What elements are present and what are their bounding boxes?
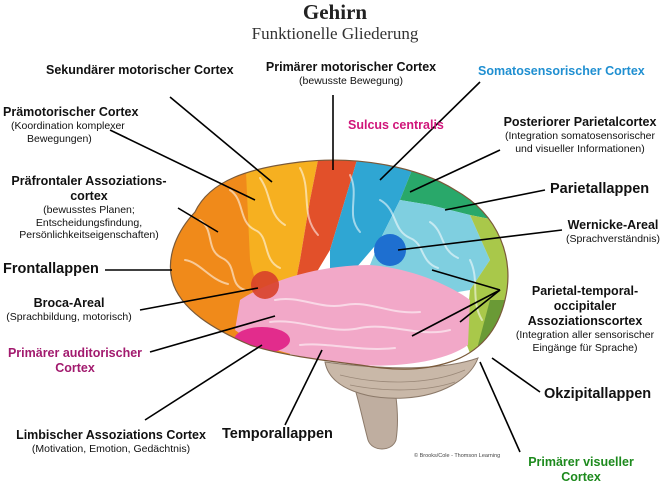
- leader-broca: [139, 287, 259, 311]
- brain-outline: [169, 159, 509, 370]
- label-wernicke-areal: Wernicke-Areal: [567, 218, 659, 232]
- leader-praemotor: [109, 129, 256, 201]
- label-sulcus-centralis: Sulcus centralis: [348, 118, 444, 132]
- wernicke-area: [374, 234, 406, 266]
- label-posteriorer-parietalcortex-group: Posteriorer Parietalcortex (Integration …: [490, 115, 670, 155]
- label-primaerer-auditorischer-cortex-group: Primärer auditorischer Cortex: [0, 346, 150, 376]
- label-broca-areal-sub: (Sprachbildung, motorisch): [6, 311, 132, 323]
- leader-somato: [379, 81, 481, 181]
- cerebellum-fold-1: [339, 369, 466, 383]
- label-pto-sub1: (Integration aller sensorischer: [515, 329, 655, 341]
- label-praemotorischer-cortex: Prämotorischer Cortex: [3, 105, 139, 119]
- leader-wernicke: [397, 229, 563, 251]
- label-broca-areal: Broca-Areal: [33, 296, 105, 310]
- label-primaerer-visueller-cortex-group: Primärer visueller Cortex: [520, 455, 642, 485]
- label-pto-assoziationscortex-group: Parietal-temporal- occipitaler Assoziati…: [500, 284, 670, 354]
- label-limbischer-assoziations-cortex: Limbischer Assoziations Cortex: [16, 428, 206, 442]
- label-limbischer-assoziations-cortex-group: Limbischer Assoziations Cortex (Motivati…: [0, 428, 222, 456]
- leader-pto-2: [459, 289, 501, 323]
- leader-temporal: [284, 349, 323, 426]
- label-wernicke-areal-sub: (Sprachverständnis): [566, 233, 660, 245]
- label-praefrontaler-assoziationscortex-line1: Präfrontaler Assoziations-: [11, 174, 167, 188]
- broca-area: [251, 271, 279, 299]
- label-pto-line1: Parietal-temporal-: [531, 284, 639, 298]
- label-primaerer-visueller-cortex-line2: Cortex: [561, 470, 601, 484]
- label-posteriorer-parietalcortex-sub2: und visueller Informationen): [515, 142, 645, 155]
- leader-pto-3: [411, 289, 501, 337]
- label-primaerer-motorischer-cortex-group: Primärer motorischer Cortex (bewusste Be…: [256, 60, 446, 88]
- label-praefrontaler-sub3: Persönlichkeitseigenschaften): [19, 229, 159, 242]
- label-primaerer-auditorischer-cortex-line1: Primärer auditorischer: [7, 346, 143, 360]
- cerebellum-fold-2: [349, 381, 456, 391]
- label-praemotorischer-cortex-sub2: Bewegungen): [27, 132, 92, 145]
- label-sekundaerer-motorischer-cortex: Sekundärer motorischer Cortex: [46, 63, 234, 77]
- label-pto-sub2: Eingänge für Sprache): [532, 341, 638, 354]
- label-praemotorischer-cortex-sub1: (Koordination komplexer: [11, 120, 125, 132]
- label-parietallappen: Parietallappen: [550, 181, 650, 197]
- label-posteriorer-parietalcortex-sub1: (Integration somatosensorischer: [505, 130, 655, 142]
- label-praefrontaler-sub2: Entscheidungsfindung,: [35, 216, 143, 229]
- leader-parietallappen: [444, 189, 546, 211]
- region-motor: [292, 160, 360, 300]
- label-praefrontaler-sub1: (bewusstes Planen;: [43, 204, 135, 216]
- region-premotor: [245, 160, 320, 300]
- label-praefrontaler-assoziationscortex-group: Präfrontaler Assoziations- cortex (bewus…: [0, 174, 178, 242]
- label-okzipitallappen: Okzipitallappen: [544, 386, 652, 402]
- leader-auditory: [149, 315, 276, 353]
- leader-praefrontal: [177, 207, 219, 233]
- region-temporal: [235, 265, 470, 366]
- leader-pto-1: [431, 269, 501, 291]
- label-temporallappen: Temporallappen: [222, 426, 333, 442]
- leader-okzipital: [491, 357, 541, 393]
- label-primaerer-visueller-cortex-line1: Primärer visueller: [528, 455, 634, 469]
- leader-sekundaer: [169, 96, 273, 183]
- copyright-note: © Brooks/Cole - Thomson Learning: [414, 453, 501, 459]
- label-posteriorer-parietalcortex: Posteriorer Parietalcortex: [503, 115, 657, 129]
- label-praemotorischer-cortex-group: Prämotorischer Cortex (Koordination komp…: [3, 105, 138, 145]
- leader-limbisch: [144, 344, 263, 421]
- label-pto-line3: Assoziationscortex: [527, 314, 643, 328]
- leader-post-parietal: [409, 149, 501, 193]
- diagram-subtitle: Funktionelle Gliederung: [251, 24, 419, 43]
- label-wernicke-areal-group: Wernicke-Areal (Sprachverständnis): [558, 218, 668, 246]
- label-primaerer-motorischer-cortex-sub: (bewusste Bewegung): [299, 75, 403, 87]
- leader-lines: [105, 81, 563, 453]
- label-limbischer-sub: (Motivation, Emotion, Gedächtnis): [31, 443, 191, 455]
- label-somatosensorischer-cortex: Somatosensorischer Cortex: [478, 64, 645, 78]
- diagram-title: Gehirn: [302, 0, 368, 24]
- label-primaerer-motorischer-cortex: Primärer motorischer Cortex: [265, 60, 437, 74]
- label-primaerer-auditorischer-cortex-line2: Cortex: [55, 361, 95, 375]
- label-frontallappen: Frontallappen: [3, 261, 99, 277]
- label-broca-areal-group: Broca-Areal (Sprachbildung, motorisch): [0, 296, 138, 324]
- gyri-texture: [184, 167, 483, 350]
- leader-visual: [479, 361, 521, 453]
- label-praefrontaler-assoziationscortex-line2: cortex: [70, 189, 108, 203]
- label-pto-line2: occipitaler: [553, 299, 617, 313]
- cerebellum: [324, 357, 479, 399]
